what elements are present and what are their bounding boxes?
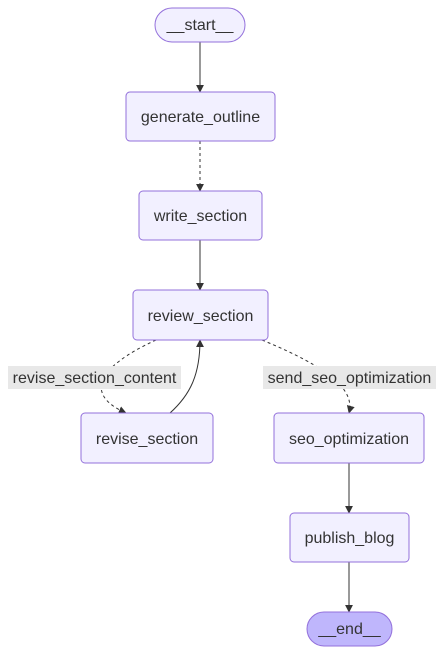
node-write-section-label: write_section <box>153 208 247 225</box>
node-generate-outline[interactable]: generate_outline <box>125 91 276 142</box>
node-seo-optimization-label: seo_optimization <box>289 431 409 448</box>
node-generate-outline-label: generate_outline <box>141 109 260 126</box>
edge-label-revise-section-content: revise_section_content <box>8 366 181 389</box>
node-revise-section[interactable]: revise_section <box>80 412 214 464</box>
edge-label-text: revise_section_content <box>13 370 177 387</box>
edge-label-background <box>8 366 181 389</box>
node-end-label: __end__ <box>317 621 381 638</box>
node-review-section[interactable]: review_section <box>132 289 269 341</box>
node-write-section[interactable]: write_section <box>138 190 263 241</box>
edge-label-text: send_seo_optimization <box>268 370 432 387</box>
node-start[interactable]: __start__ <box>154 7 246 43</box>
node-seo-optimization[interactable]: seo_optimization <box>273 412 425 464</box>
edge-label-background <box>263 366 436 389</box>
node-publish-blog-label: publish_blog <box>305 530 395 547</box>
node-revise-section-label: revise_section <box>96 431 198 448</box>
node-start-label: __start__ <box>166 17 235 34</box>
node-publish-blog[interactable]: publish_blog <box>289 512 410 563</box>
node-review-section-label: review_section <box>148 308 254 325</box>
edge-revise-section-to-review <box>169 339 204 414</box>
node-end[interactable]: __end__ <box>306 611 393 647</box>
edge-label-send-seo-optimization: send_seo_optimization <box>263 366 436 389</box>
